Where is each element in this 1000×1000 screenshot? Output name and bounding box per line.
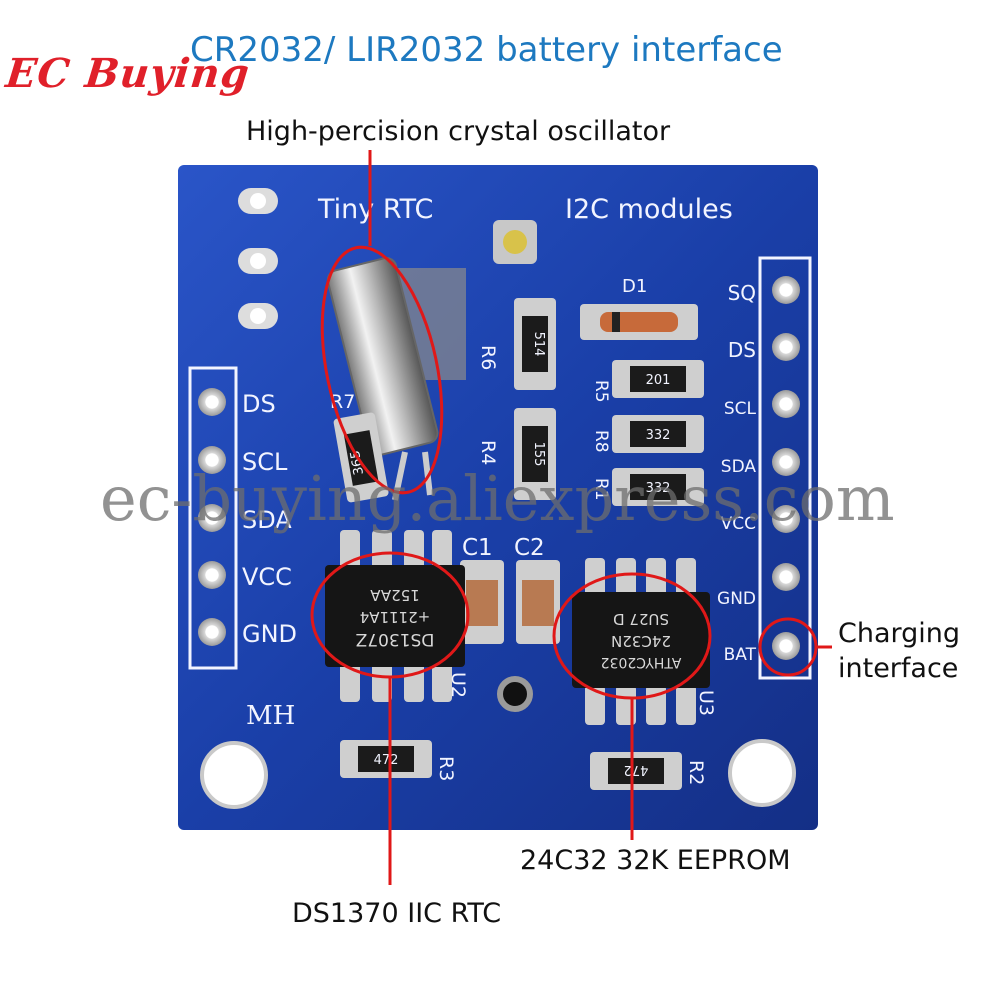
silk-right-pin-4: SDA [721, 457, 757, 477]
silk-right-pin-2: DS [728, 338, 756, 362]
crystal-oscillator [326, 257, 439, 457]
silk-c2: C2 [514, 535, 545, 561]
u2-marking-2: +2111A4 [360, 608, 431, 626]
silk-d1: D1 [622, 276, 647, 297]
chip-u2 [325, 565, 465, 667]
right-header-pins [772, 276, 800, 660]
silk-r8: R8 [591, 430, 611, 453]
silk-c1: C1 [462, 535, 493, 561]
silk-right-pin-3: SCL [724, 399, 757, 419]
silk-u3: U3 [695, 690, 717, 716]
callout-eeprom: 24C32 32K EEPROM [520, 845, 791, 876]
watermark: ec-buying.aliexpress.com [100, 462, 895, 535]
code-r8: 332 [646, 428, 671, 443]
u3-marking-1: ATHYC2032 [601, 654, 682, 670]
silk-right-pin-7: BAT [724, 645, 757, 665]
code-r2: 472 [624, 762, 649, 777]
annotation-overlay [310, 150, 832, 885]
code-r1: 332 [646, 481, 671, 496]
left-header-pins [198, 388, 226, 646]
mount-hole-left [200, 741, 268, 809]
silk-r6: R6 [477, 345, 499, 370]
callout-charging-line1: Charging [838, 618, 961, 649]
silk-title-right: I2C modules [565, 194, 733, 225]
u3-marking-2: 24C32N [611, 632, 671, 650]
code-r5: 201 [646, 373, 671, 388]
callout-charging-line2: interface [838, 653, 959, 684]
code-r6: 514 [531, 332, 546, 357]
silk-title-left: Tiny RTC [317, 194, 433, 225]
code-r3: 472 [374, 753, 399, 768]
silk-r5: R5 [591, 380, 611, 403]
crystal-highlight [320, 245, 444, 495]
silk-r1: R1 [591, 478, 611, 501]
silk-left-pin-3: SDA [242, 506, 292, 534]
callout-rtc: DS1370 IIC RTC [292, 898, 502, 929]
silk-r2: R2 [685, 760, 707, 785]
silk-u2: U2 [447, 672, 469, 698]
u2-marking-1: DS1307Z [356, 629, 435, 649]
silk-right-pin-5: VCC [721, 514, 756, 534]
callout-crystal: High-percision crystal oscillator [246, 116, 671, 147]
board-via [497, 676, 533, 712]
page-title: CR2032/ LIR2032 battery interface [190, 30, 783, 70]
silk-right-pin-6: GND [717, 589, 756, 609]
silk-r3: R3 [435, 756, 457, 781]
silk-right-pin-1: SQ [728, 281, 756, 305]
mount-hole-right [728, 739, 796, 807]
silk-r4: R4 [477, 440, 499, 465]
silk-left-pin-2: SCL [242, 448, 288, 476]
silk-left-pin-1: DS [242, 390, 276, 418]
u3-marking-3: SU27 D [613, 610, 669, 628]
code-r7: 365 [348, 449, 367, 476]
chip-u3-pins [585, 558, 696, 725]
code-r4: 155 [531, 442, 546, 467]
silk-left-pin-4: VCC [242, 563, 292, 591]
top-left-pads [238, 188, 278, 329]
u2-marking-3: 152AA [369, 586, 419, 604]
silk-maker: MH [246, 701, 295, 731]
chip-u3 [572, 592, 710, 688]
silk-left-pin-5: GND [242, 620, 297, 648]
